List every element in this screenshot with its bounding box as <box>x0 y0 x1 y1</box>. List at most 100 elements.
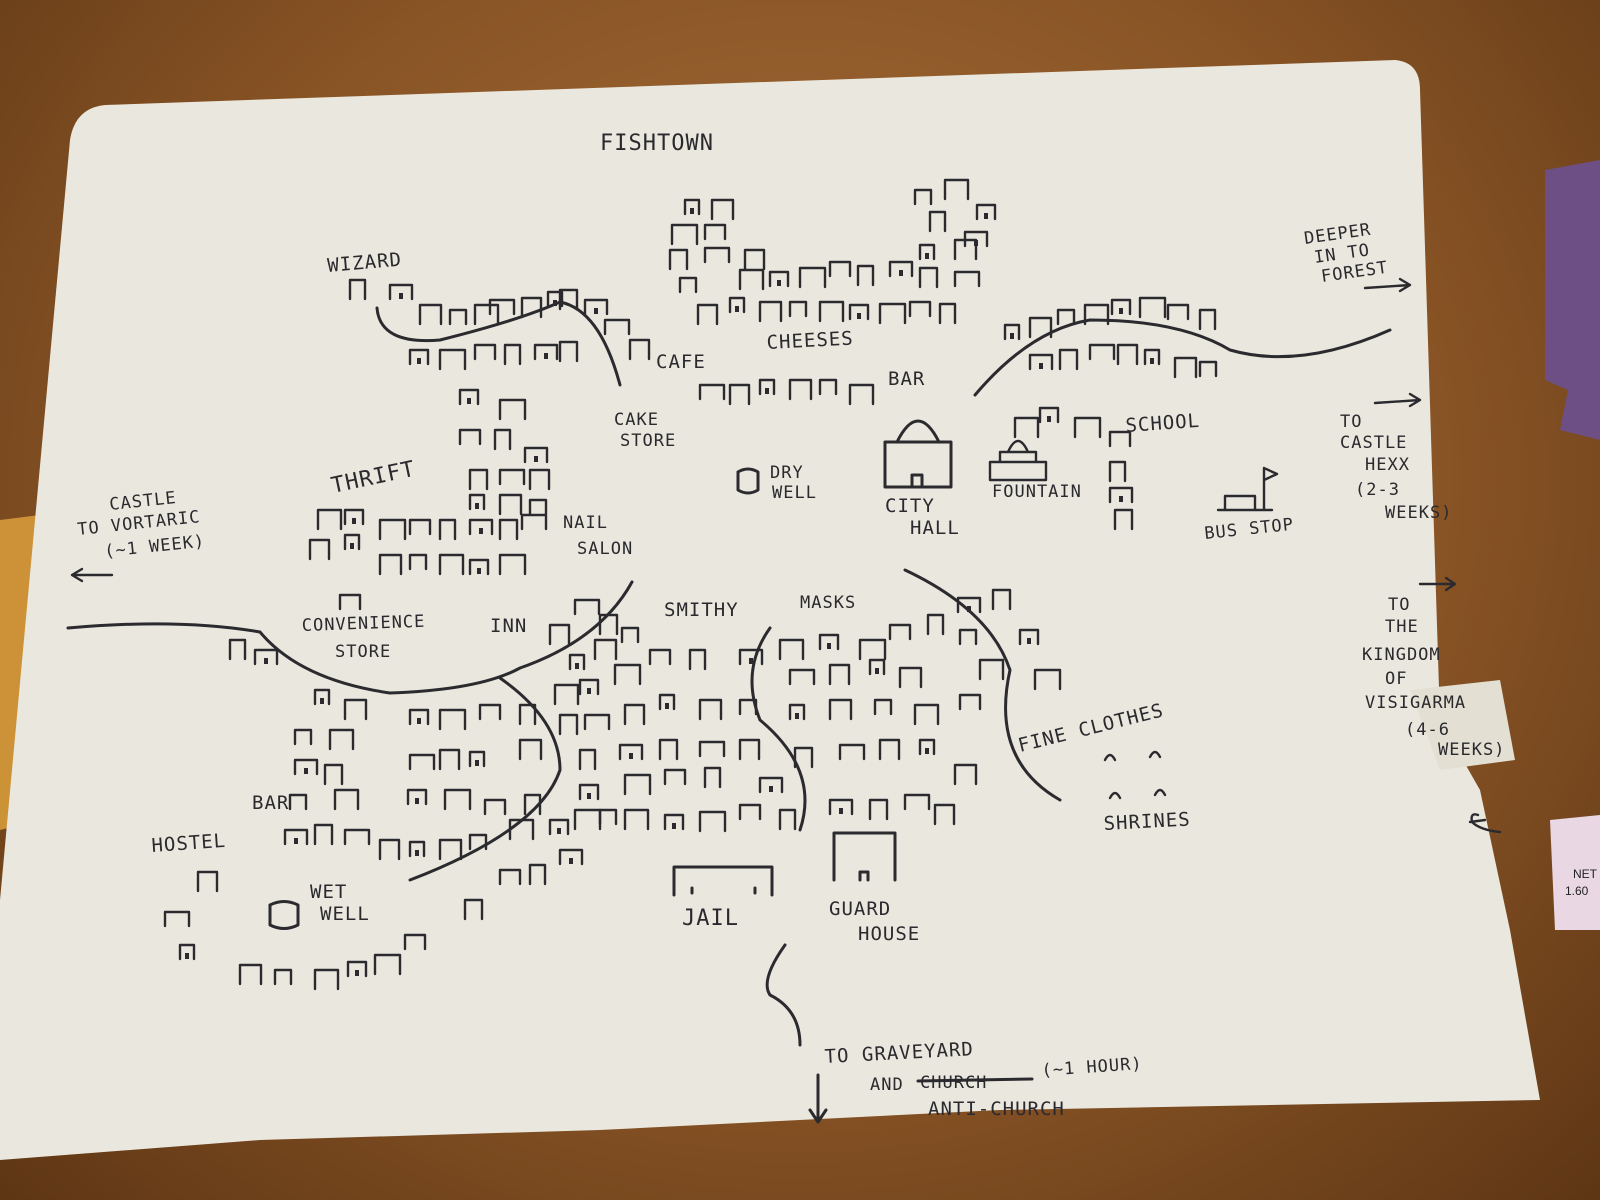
map-title: FISHTOWN <box>600 131 714 156</box>
house-door <box>690 208 694 214</box>
direction-arrows <box>70 277 1457 592</box>
label-wet-well-2: WELL <box>320 903 370 925</box>
fountain-icon <box>988 439 1048 482</box>
house-mark <box>758 776 784 794</box>
house-mark <box>338 593 362 611</box>
house-mark <box>856 264 875 287</box>
house-mark <box>508 818 535 841</box>
house-door <box>1047 416 1051 422</box>
house-door <box>1027 638 1031 644</box>
house-mark <box>628 338 651 361</box>
house-door <box>557 828 561 834</box>
house-mark <box>518 703 537 726</box>
house-mark <box>558 288 579 311</box>
label-dry-well-1: DRY <box>770 463 804 483</box>
house-mark <box>523 793 542 816</box>
house-mark <box>378 518 407 541</box>
house-mark <box>1173 356 1198 379</box>
house-mark <box>528 498 548 516</box>
house-mark <box>293 758 319 776</box>
label-convenience-store-2: STORE <box>335 642 391 662</box>
label-school: SCHOOL <box>1125 410 1201 437</box>
house-mark <box>408 840 426 858</box>
house-mark <box>558 848 584 866</box>
house-mark <box>1056 308 1076 326</box>
house-mark <box>408 753 436 771</box>
house-mark <box>313 823 334 846</box>
house-mark <box>343 828 371 846</box>
house-mark <box>343 698 368 721</box>
house-mark <box>918 266 939 289</box>
house-door <box>1119 496 1123 502</box>
house-mark <box>408 348 430 366</box>
house-mark <box>903 793 931 811</box>
house-mark <box>1088 343 1116 361</box>
house-mark <box>438 348 467 371</box>
house-mark <box>956 596 982 614</box>
house-mark <box>788 703 806 721</box>
house-mark <box>1013 416 1040 439</box>
house-door <box>544 353 548 359</box>
paper-sheet <box>0 60 1540 1160</box>
house-mark <box>728 296 746 314</box>
house-mark <box>878 302 907 325</box>
label-guard-house-2: HOUSE <box>858 923 920 945</box>
house-mark <box>868 658 886 676</box>
house-mark <box>918 243 936 261</box>
house-door <box>475 760 479 766</box>
house-door <box>594 308 598 314</box>
house-mark <box>578 783 600 801</box>
house-mark <box>623 773 652 796</box>
house-mark <box>498 868 522 886</box>
house-mark <box>503 343 522 366</box>
house-mark <box>163 910 191 928</box>
house-door <box>839 808 843 814</box>
house-mark <box>238 963 263 986</box>
house-mark <box>583 713 611 731</box>
label-wet-well-1: WET <box>310 881 347 903</box>
house-mark <box>178 943 196 961</box>
house-door <box>1010 333 1014 339</box>
house-door <box>569 858 573 864</box>
house-mark <box>953 270 981 288</box>
house-door <box>587 793 591 799</box>
house-mark <box>288 793 308 811</box>
house-mark <box>568 653 586 671</box>
house-mark <box>378 553 403 576</box>
house-mark <box>828 260 852 278</box>
house-mark <box>928 210 947 233</box>
label-guard-house-1: GUARD <box>829 898 891 920</box>
house-mark <box>468 558 490 576</box>
house-mark <box>468 468 489 491</box>
house-mark <box>283 828 309 846</box>
house-mark <box>448 308 468 326</box>
house-mark <box>316 508 343 531</box>
label-nail-salon-2: SALON <box>577 539 633 559</box>
corner-tag-2: 1.60 <box>1565 884 1589 898</box>
house-mark <box>698 810 727 833</box>
house-mark <box>703 223 727 241</box>
house-mark <box>828 663 851 686</box>
house-mark <box>663 813 685 831</box>
house-mark <box>406 788 428 806</box>
house-mark <box>196 870 219 893</box>
label-graveyard-2a: AND <box>870 1075 904 1095</box>
house-door <box>553 300 557 306</box>
house-door <box>984 213 988 219</box>
label-visigarma-5: VISIGARMA <box>1365 693 1466 713</box>
house-door <box>417 358 421 364</box>
house-door <box>304 768 308 774</box>
house-mark <box>1110 298 1132 316</box>
house-mark <box>603 318 631 336</box>
house-mark <box>1116 343 1139 366</box>
house-mark <box>828 798 854 816</box>
house-mark <box>678 276 698 294</box>
house-mark <box>1003 323 1021 341</box>
house-mark <box>788 300 808 318</box>
house-mark <box>710 198 735 221</box>
house-mark <box>858 638 887 661</box>
label-hexx-5: weeks) <box>1385 503 1452 523</box>
house-mark <box>558 713 579 736</box>
house-door <box>925 748 929 754</box>
house-door <box>672 823 676 829</box>
